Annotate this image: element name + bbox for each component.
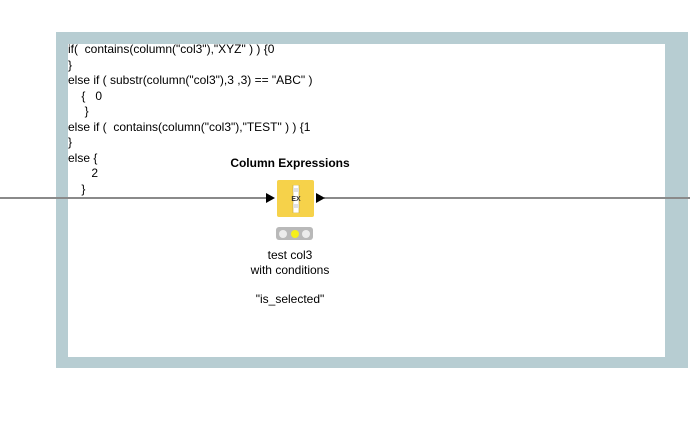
node-input-port[interactable] [266, 193, 275, 203]
output-connection[interactable] [324, 197, 690, 199]
status-light-red [279, 229, 288, 238]
column-expressions-node[interactable]: EX [277, 180, 314, 217]
node-status-indicator [276, 227, 313, 240]
annotation-content-area [68, 44, 665, 357]
column-expressions-icon: EX [289, 184, 303, 213]
node-title: Column Expressions [230, 156, 350, 170]
node-output-port[interactable] [316, 193, 325, 203]
input-connection[interactable] [0, 197, 268, 199]
status-light-yellow [290, 229, 299, 238]
annotation-code-text: if( contains(column("col3"),"XYZ" ) ) {0… [68, 42, 313, 196]
node-icon-text: EX [291, 196, 301, 203]
workflow-annotation[interactable] [56, 32, 688, 368]
node-label[interactable]: test col3 with conditions "is_selected" [250, 248, 330, 306]
status-light-green [301, 229, 310, 238]
